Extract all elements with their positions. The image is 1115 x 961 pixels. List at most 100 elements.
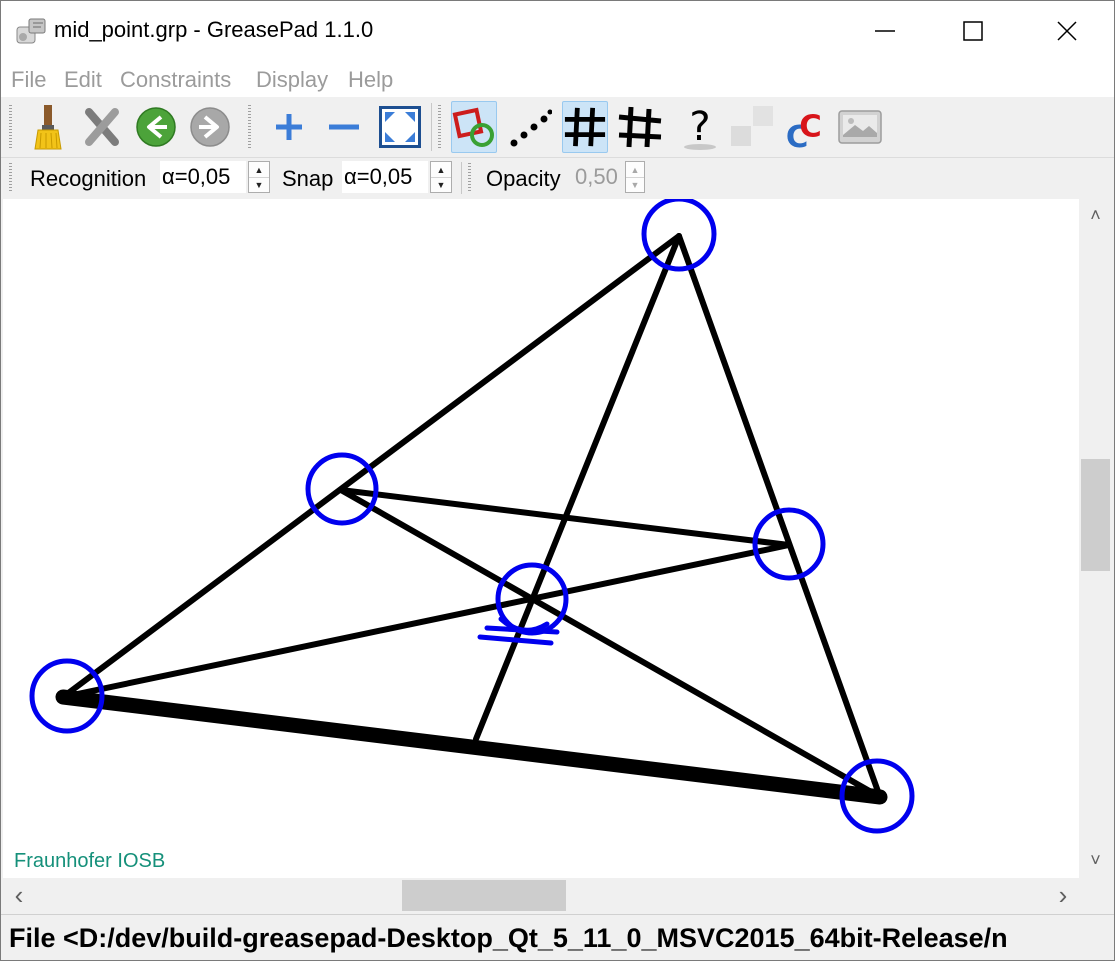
sketch-line — [676, 233, 883, 800]
zoom-in-icon — [276, 114, 302, 140]
delete-button[interactable] — [79, 101, 125, 153]
menu-bar: File Edit Constraints Display Help — [1, 61, 1114, 97]
background-icon — [731, 106, 773, 146]
toolbar-separator — [461, 162, 462, 194]
point-marker — [305, 452, 379, 526]
show-markers-button[interactable] — [562, 101, 608, 153]
zoom-out-icon — [329, 124, 359, 130]
toolbar-grip[interactable] — [468, 163, 471, 193]
vertical-scroll-thumb[interactable] — [1081, 459, 1110, 571]
show-constraints-button[interactable] — [451, 101, 497, 153]
colorize-constraints-button[interactable]: C C — [782, 101, 828, 153]
fit-view-button[interactable] — [377, 101, 423, 153]
colorize-constraints-icon: C C — [786, 110, 822, 151]
undo-icon — [136, 107, 176, 147]
help-button[interactable]: ? — [677, 101, 723, 153]
snap-alpha-spinner[interactable]: ▲ ▼ — [430, 161, 452, 193]
snap-label: Snap — [282, 166, 334, 191]
svg-text:C: C — [799, 110, 822, 145]
show-colored-markers-button[interactable] — [617, 101, 663, 153]
spin-up-icon[interactable]: ▲ — [626, 162, 644, 178]
show-uncertainty-icon — [510, 109, 552, 147]
clear-all-button[interactable] — [25, 101, 71, 153]
status-bar: File <D:/dev/build-greasepad-Desktop_Qt_… — [1, 914, 1114, 960]
settings-toolbar: Recognition α=0,05 ▲ ▼ Snap α=0,05 ▲ ▼ O… — [1, 158, 1114, 198]
spin-down-icon[interactable]: ▼ — [436, 179, 446, 190]
spin-down-icon[interactable]: ▼ — [630, 179, 640, 190]
fit-view-icon — [379, 106, 421, 148]
point-marker — [839, 758, 915, 834]
undo-button[interactable] — [133, 101, 179, 153]
scroll-up-icon[interactable]: ˄ — [1090, 204, 1101, 225]
snap-alpha-input[interactable]: α=0,05 — [342, 161, 428, 193]
toolbar-grip[interactable] — [438, 105, 441, 149]
recognition-alpha-spinner[interactable]: ▲ ▼ — [248, 161, 270, 193]
constraint-marker — [484, 625, 560, 635]
maximize-button[interactable] — [927, 1, 1019, 61]
point-marker — [641, 199, 717, 272]
close-icon — [1057, 21, 1077, 41]
delete-icon — [85, 108, 119, 146]
toolbar-grip[interactable] — [9, 105, 12, 149]
recognition-alpha-input[interactable]: α=0,05 — [160, 161, 246, 193]
sketch-line — [60, 233, 682, 700]
maximize-icon — [963, 21, 983, 41]
menu-help[interactable]: Help — [348, 67, 394, 92]
scroll-left-icon[interactable]: ‹ — [14, 880, 24, 910]
spin-up-icon[interactable]: ▲ — [431, 162, 451, 178]
broom-icon — [34, 105, 62, 150]
point-marker — [29, 658, 105, 734]
opacity-label: Opacity — [486, 166, 561, 191]
scroll-down-icon[interactable]: ˅ — [1090, 849, 1101, 870]
toolbar-grip[interactable] — [248, 105, 251, 149]
recognition-label: Recognition — [30, 166, 147, 191]
greasepad-app-icon — [16, 18, 46, 44]
constraint-marker — [477, 634, 554, 646]
sketch-line — [338, 487, 792, 548]
spin-up-icon[interactable]: ▲ — [249, 162, 269, 178]
horizontal-scroll-thumb[interactable] — [402, 880, 566, 911]
spin-down-icon[interactable]: ▼ — [254, 179, 264, 190]
window-title: mid_point.grp - GreasePad 1.1.0 — [54, 17, 374, 42]
constraint-marker — [477, 616, 560, 646]
scroll-right-icon[interactable]: › — [1058, 880, 1068, 910]
main-toolbar: ? C C — [1, 97, 1114, 158]
sketch-line — [60, 542, 792, 700]
redo-button[interactable] — [187, 101, 233, 153]
zoom-in-button[interactable] — [266, 101, 312, 153]
drawing-canvas[interactable]: Fraunhofer IOSB — [3, 199, 1079, 878]
zoom-out-button[interactable] — [321, 101, 367, 153]
opacity-spinner[interactable]: ▲ ▼ — [625, 161, 645, 193]
show-uncertainty-button[interactable] — [507, 101, 553, 153]
opacity-input[interactable]: 0,50 — [573, 161, 623, 193]
point-marker — [752, 507, 826, 581]
background-button[interactable] — [729, 101, 775, 153]
help-icon: ? — [684, 104, 716, 150]
svg-text:?: ? — [689, 104, 710, 150]
sketch-drawing[interactable] — [3, 199, 1079, 878]
toolbar-separator — [431, 103, 432, 151]
sketch-line — [338, 487, 883, 800]
sketch-line — [55, 689, 888, 805]
image-button[interactable] — [837, 101, 883, 153]
title-bar[interactable]: mid_point.grp - GreasePad 1.1.0 — [1, 1, 1114, 61]
minimize-icon — [875, 30, 895, 32]
menu-edit[interactable]: Edit — [64, 67, 102, 92]
menu-constraints[interactable]: Constraints — [120, 67, 232, 92]
horizontal-scrollbar[interactable]: ‹ › — [3, 878, 1079, 913]
close-button[interactable] — [1021, 1, 1113, 61]
toolbar-grip[interactable] — [9, 163, 12, 193]
redo-icon — [190, 107, 230, 147]
menu-file[interactable]: File — [11, 67, 47, 92]
svg-text:C: C — [786, 120, 809, 151]
show-colored-markers-icon — [618, 106, 662, 148]
menu-display[interactable]: Display — [256, 67, 329, 92]
watermark-label: Fraunhofer IOSB — [14, 850, 166, 872]
vertical-scrollbar[interactable]: ˄ ˅ — [1079, 199, 1112, 878]
minimize-button[interactable] — [839, 1, 931, 61]
show-markers-icon — [564, 107, 606, 147]
sketch-line — [473, 233, 682, 742]
show-constraints-icon — [452, 107, 494, 147]
status-message: File <D:/dev/build-greasepad-Desktop_Qt_… — [9, 923, 1008, 953]
